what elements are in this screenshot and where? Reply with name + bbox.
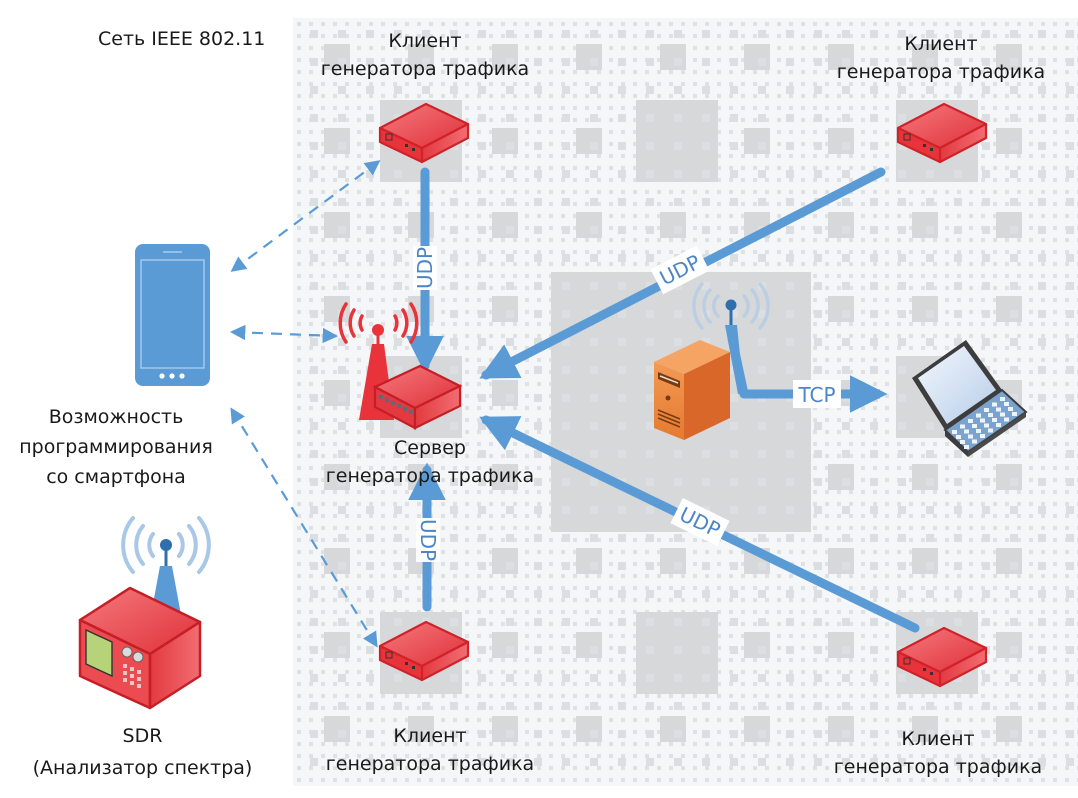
dashed-link-phone-server [229, 324, 339, 344]
laptop-key [984, 423, 989, 428]
laptop-key [1004, 402, 1009, 406]
udp-label-bottom: UDP [416, 519, 440, 561]
label-server-line2: генератора трафика [325, 465, 535, 487]
label-sdr: SDR (Анализатор спектра) [10, 720, 275, 784]
laptop-key [1000, 412, 1005, 417]
laptop-key [996, 423, 1001, 427]
label-client-top-line2: генератора трафика [320, 58, 530, 80]
protocol-labels: UDP UDP UDP UDP TCP [413, 245, 841, 562]
router-icon-client-bottom[interactable] [378, 620, 470, 682]
laptop-key [976, 413, 981, 418]
laptop-key [972, 424, 977, 428]
laptop-key [956, 435, 961, 439]
label-client-bottom-line1: Клиент [393, 725, 467, 747]
laptop-key [960, 424, 965, 429]
laptop-key [996, 407, 1001, 412]
laptop-key [1000, 397, 1005, 401]
laptop-key [980, 418, 985, 423]
label-sdr-line1: SDR [122, 725, 163, 747]
label-client-bottom: Клиент генератора трафика [305, 722, 555, 778]
laptop-key [976, 429, 981, 433]
label-smartphone-line3: со смартфона [46, 466, 186, 488]
label-client-bottom-right-line1: Клиент [901, 728, 975, 750]
laptop-key [1008, 407, 1013, 411]
laptop-key [988, 413, 993, 417]
laptop-key [964, 429, 969, 434]
laptop-key [992, 402, 997, 407]
tcp-label: TCP [797, 383, 835, 407]
laptop-key [968, 419, 973, 423]
laptop-key [968, 434, 973, 439]
router-icon-client-bottom-right[interactable] [896, 626, 988, 688]
laptop-key [964, 445, 969, 449]
desktop-tower-icon[interactable] [654, 282, 770, 440]
laptop-key [1012, 412, 1017, 416]
smartphone-icon[interactable] [135, 244, 210, 386]
label-smartphone: Возможность программирования со смартфон… [0, 402, 232, 492]
spectrum-analyzer-icon[interactable] [78, 516, 211, 710]
label-client-bottom-right-line2: генератора трафика [833, 756, 1043, 778]
label-client-top-right-line2: генератора трафика [836, 61, 1046, 83]
udp-label-top: UDP [413, 247, 437, 289]
label-server: Сервер генератора трафика [305, 434, 555, 490]
label-client-top-right-line1: Клиент [904, 33, 978, 55]
label-client-top-line1: Клиент [388, 30, 462, 52]
access-point-icon[interactable] [338, 302, 463, 430]
label-sdr-line2: (Анализатор спектра) [32, 757, 253, 779]
label-smartphone-line2: программирования [19, 436, 213, 458]
laptop-icon[interactable] [912, 340, 1028, 457]
laptop-key [1004, 417, 1009, 422]
label-client-bottom-line2: генератора трафика [325, 753, 535, 775]
label-client-top: Клиент генератора трафика [300, 27, 550, 83]
laptop-key [992, 418, 997, 422]
laptop-key [960, 440, 965, 444]
label-smartphone-line1: Возможность [48, 406, 184, 428]
dashed-link-phone-client-bottom [230, 407, 378, 648]
laptop-key [988, 428, 993, 433]
laptop-key [984, 408, 989, 412]
label-client-top-right: Клиент генератора трафика [816, 30, 1066, 86]
label-client-bottom-right: Клиент генератора трафика [813, 725, 1063, 781]
laptop-key [952, 430, 957, 434]
label-server-line1: Сервер [394, 437, 466, 459]
router-icon-client-top[interactable] [378, 102, 470, 164]
router-icon-client-top-right[interactable] [896, 102, 988, 164]
network-title: Сеть IEEE 802.11 [98, 28, 265, 50]
laptop-key [972, 439, 977, 444]
laptop-key [980, 434, 985, 438]
